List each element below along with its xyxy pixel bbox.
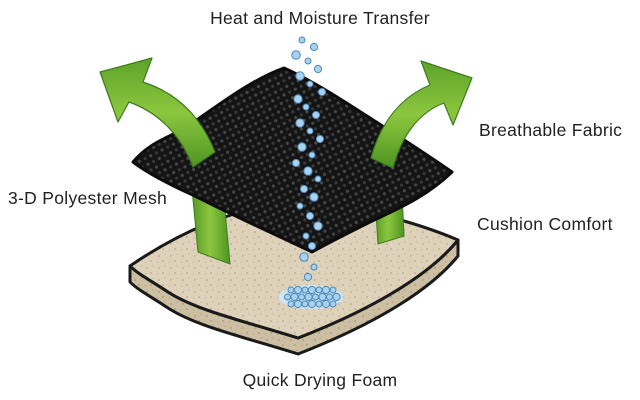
puddle-droplet (315, 300, 323, 308)
puddle-droplet (293, 285, 303, 295)
droplet (303, 272, 313, 282)
puddle-droplet (287, 300, 295, 308)
droplet (303, 166, 313, 176)
droplet (305, 211, 315, 221)
puddle-droplet (290, 292, 299, 302)
droplet (293, 94, 303, 104)
droplet (313, 221, 323, 231)
puddle-droplet (301, 286, 309, 294)
droplet (291, 158, 301, 168)
droplet (313, 64, 323, 74)
puddle-droplet (287, 286, 295, 294)
label-heat-moisture-transfer: Heat and Moisture Transfer (210, 8, 430, 28)
droplet (314, 175, 322, 183)
puddle-droplet (315, 286, 323, 294)
puddle-droplet (312, 293, 319, 301)
droplet (311, 110, 321, 120)
puddle-droplet (326, 293, 333, 301)
puddle-droplet (332, 292, 341, 302)
puddle-droplet (329, 286, 337, 294)
puddle-droplet (307, 285, 317, 295)
airflow-arrow-right (370, 60, 473, 169)
puddle-droplet (298, 293, 305, 301)
droplet (299, 184, 309, 194)
moisture-puddle (279, 285, 343, 309)
droplet (306, 80, 314, 88)
droplet (306, 127, 314, 135)
airflow-arrow-left (99, 57, 216, 168)
label-quick-drying-foam: Quick Drying Foam (242, 370, 398, 390)
label-3d-polyester-mesh: 3-D Polyester Mesh (8, 188, 168, 208)
moisture-droplets (291, 36, 327, 282)
fabric-sheet (131, 66, 454, 254)
puddle-droplet (318, 292, 327, 302)
breathable-fabric-layer (131, 66, 454, 254)
droplet (302, 232, 310, 240)
droplet (310, 263, 318, 271)
droplet (295, 71, 305, 81)
droplet (315, 134, 325, 144)
puddle-droplet (321, 299, 331, 309)
droplet (297, 142, 307, 152)
droplet (304, 57, 312, 65)
droplet (302, 103, 310, 111)
puddle-droplet (284, 293, 291, 301)
droplet (309, 192, 319, 202)
droplet (309, 42, 319, 52)
puddle-droplet (321, 285, 331, 295)
puddle-droplet (329, 300, 337, 308)
arrow-right-shape (370, 60, 473, 169)
arrow-left-shape (99, 57, 216, 168)
droplet (296, 202, 304, 210)
droplet (298, 36, 306, 44)
droplet (295, 118, 305, 128)
puddle-droplet (307, 299, 317, 309)
puddle-droplet (304, 292, 313, 302)
droplet (308, 151, 316, 159)
label-breathable-fabric: Breathable Fabric (479, 120, 623, 140)
puddle-droplet (293, 299, 303, 309)
droplet (317, 87, 327, 97)
droplet (307, 241, 317, 251)
droplet (299, 252, 309, 262)
label-cushion-comfort: Cushion Comfort (477, 214, 613, 234)
puddle-droplet (301, 300, 309, 308)
droplet (291, 50, 301, 60)
